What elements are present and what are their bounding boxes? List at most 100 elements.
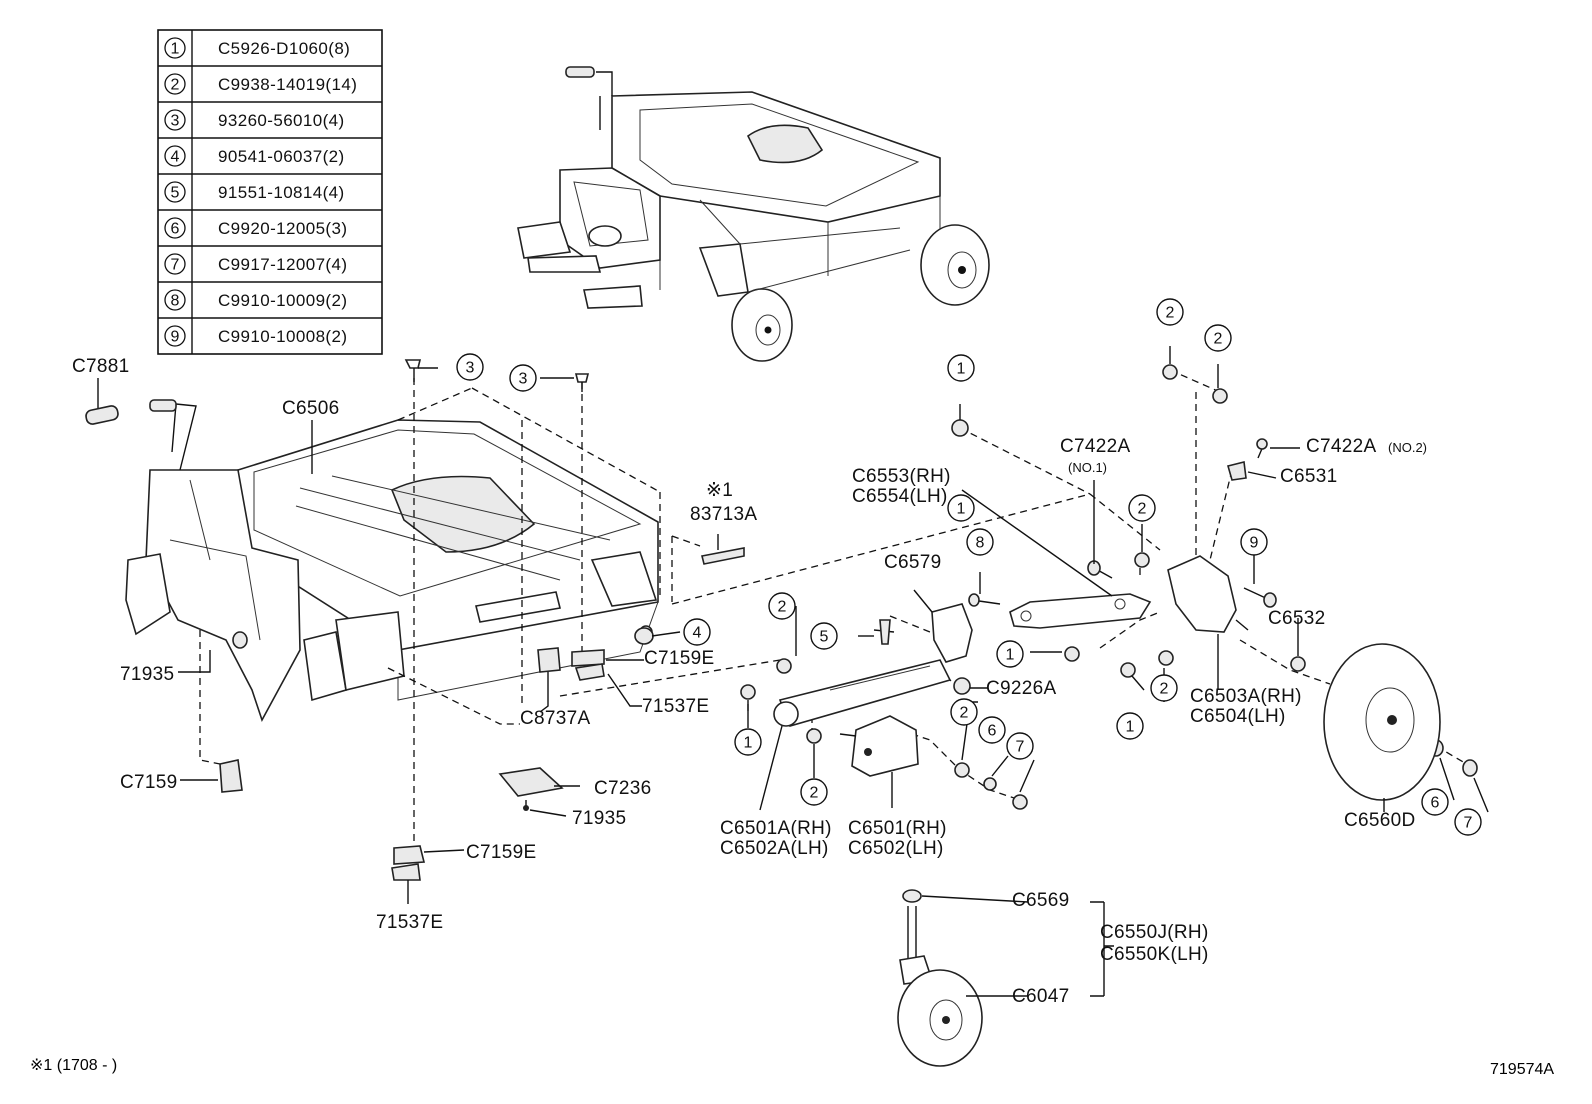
table-row-number: 1 [171, 41, 180, 58]
label-c6554: C6554(LH) [852, 486, 948, 507]
label-c7159: C7159 [120, 772, 178, 793]
label-c7159e-lower: C7159E [466, 842, 536, 863]
callout-circle [1204, 324, 1232, 352]
callout-circle [810, 622, 838, 650]
table-row-number-circle [164, 253, 186, 275]
callout-circle [509, 364, 537, 392]
callout-circle [996, 640, 1024, 668]
callout-circle [947, 494, 975, 522]
callout-number: 6 [1431, 795, 1440, 812]
callout-number: 7 [1016, 739, 1025, 756]
callout-number: 2 [1214, 331, 1223, 348]
callout-number: 2 [960, 705, 969, 722]
callout-circle [1128, 494, 1156, 522]
seat-frame-c6506 [125, 399, 659, 723]
label-no1: (NO.1) [1068, 460, 1107, 475]
table-row-part-number: 93260-56010(4) [218, 111, 345, 130]
callout-circle [683, 618, 711, 646]
label-c6553: C6553(RH) [852, 466, 951, 487]
label-71935-left: 71935 [120, 664, 174, 685]
callout-circle [1156, 298, 1184, 326]
label-83713a: 83713A [690, 504, 757, 525]
table-row-number-circle [164, 181, 186, 203]
assembled-seat-illustration [517, 66, 990, 362]
label-c6531: C6531 [1280, 466, 1338, 487]
callout-number: 9 [1250, 535, 1259, 552]
callout-number: 5 [820, 629, 829, 646]
callout-number: 1 [957, 501, 966, 518]
callout-number: 7 [1464, 815, 1473, 832]
label-71935-lower: 71935 [572, 808, 626, 829]
table-row-number: 5 [171, 185, 180, 202]
table-row-number: 6 [171, 221, 180, 238]
callout-circle [456, 353, 484, 381]
table-row-number: 2 [171, 77, 180, 94]
label-leader-lines [97, 346, 1489, 997]
callout-number: 1 [957, 361, 966, 378]
label-c6503a: C6503A(RH) [1190, 686, 1302, 707]
table-row-number: 4 [171, 149, 180, 166]
label-c7159e-upper: C7159E [644, 648, 714, 669]
table-row-number-circle [164, 37, 186, 59]
table-row-number-circle [164, 73, 186, 95]
label-c6504: C6504(LH) [1190, 706, 1286, 727]
illustration-number: 719574A [1490, 1061, 1554, 1078]
table-row-part-number: C9910-10008(2) [218, 327, 347, 346]
label-c6502a: C6502A(LH) [720, 838, 829, 859]
label-c6579: C6579 [884, 552, 942, 573]
label-c6550k: C6550K(LH) [1100, 944, 1209, 965]
table-row-number-circle [164, 109, 186, 131]
label-c7422a-no2: C7422A [1306, 436, 1376, 457]
callout-circle [800, 778, 828, 806]
callout-number: 1 [1126, 719, 1135, 736]
table-row-number-circle [164, 289, 186, 311]
callout-number: 3 [466, 360, 475, 377]
callout-circle [950, 698, 978, 726]
callout-circle [1150, 674, 1178, 702]
suspension-parts [773, 555, 1441, 1067]
callout-circle [1116, 712, 1144, 740]
footer-note: ※1 (1708 - ) [30, 1057, 117, 1074]
callout-number: 6 [988, 723, 997, 740]
table-row-part-number: C9938-14019(14) [218, 75, 357, 94]
callout-number: 3 [519, 371, 528, 388]
callout-circle [1006, 732, 1034, 760]
callout-circle [947, 354, 975, 382]
callout-circle [768, 592, 796, 620]
table-row-part-number: C5926-D1060(8) [218, 39, 350, 58]
label-c6569: C6569 [1012, 890, 1070, 911]
hardware-parts [219, 359, 1478, 881]
table-row-number: 8 [171, 293, 180, 310]
table-row-part-number: 91551-10814(4) [218, 183, 345, 202]
label-c6550j: C6550J(RH) [1100, 922, 1209, 943]
callout-circle [1421, 788, 1449, 816]
label-c8737a: C8737A [520, 708, 590, 729]
label-71537e-upper: 71537E [642, 696, 709, 717]
label-c6047: C6047 [1012, 986, 1070, 1007]
part-labels: C7881 C6506 ※1 83713A C7422A (NO.1) C742… [72, 356, 1427, 1007]
parts-table: 1 C5926-D1060(8) 2 C9938-14019(14) 3 93260-56… [157, 29, 383, 355]
callout-number: 1 [1006, 647, 1015, 664]
table-row-number-circle [164, 217, 186, 239]
label-c6560d: C6560D [1344, 810, 1416, 831]
label-c6532: C6532 [1268, 608, 1326, 629]
table-row-number: 3 [171, 113, 180, 130]
callout-number: 1 [744, 735, 753, 752]
callout-circle [734, 728, 762, 756]
label-c6501a: C6501A(RH) [720, 818, 832, 839]
callout-number: 2 [810, 785, 819, 802]
label-c6501: C6501(RH) [848, 818, 947, 839]
callout-number: 2 [1166, 305, 1175, 322]
callout-number: 2 [1160, 681, 1169, 698]
label-71537e-lower: 71537E [376, 912, 443, 933]
callout-circle [966, 528, 994, 556]
callout-number: 2 [778, 599, 787, 616]
table-row-part-number: C9910-10009(2) [218, 291, 347, 310]
table-row-number-circle [164, 145, 186, 167]
callout-number: 2 [1138, 501, 1147, 518]
table-row-number-circle [164, 325, 186, 347]
table-row-part-number: 90541-06037(2) [218, 147, 345, 166]
table-row-number: 9 [171, 329, 180, 346]
